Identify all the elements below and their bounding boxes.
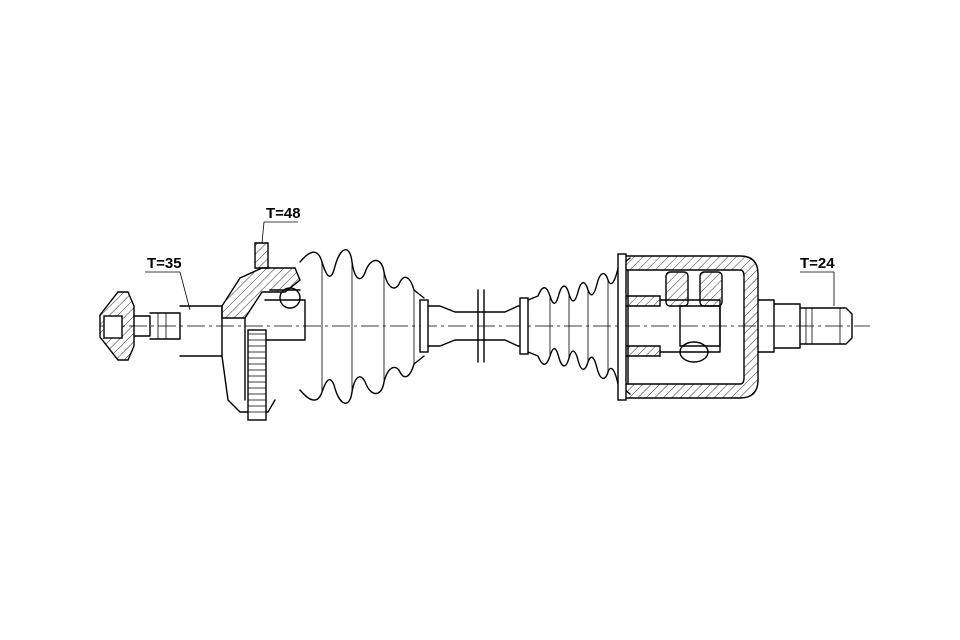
- label-abs-ring: T=48: [261, 205, 301, 244]
- label-inner-spline: T=24: [800, 255, 835, 306]
- inner-joint-housing: [617, 253, 759, 401]
- inner-stub-shaft: [757, 299, 853, 353]
- abs-ring-label: T=48: [266, 205, 301, 222]
- inner-spline-label: T=24: [800, 255, 835, 272]
- tripod-spider: [659, 271, 723, 363]
- outer-stub-shaft: [133, 305, 223, 357]
- outer-thread-label: T=35: [147, 255, 182, 272]
- label-outer-thread: T=35: [145, 255, 191, 311]
- wheel-flange: [99, 291, 135, 361]
- outer-joint-housing: [221, 242, 306, 413]
- outer-boot: [299, 249, 429, 404]
- inner-boot: [519, 257, 631, 395]
- abs-tone-ring: [247, 329, 267, 421]
